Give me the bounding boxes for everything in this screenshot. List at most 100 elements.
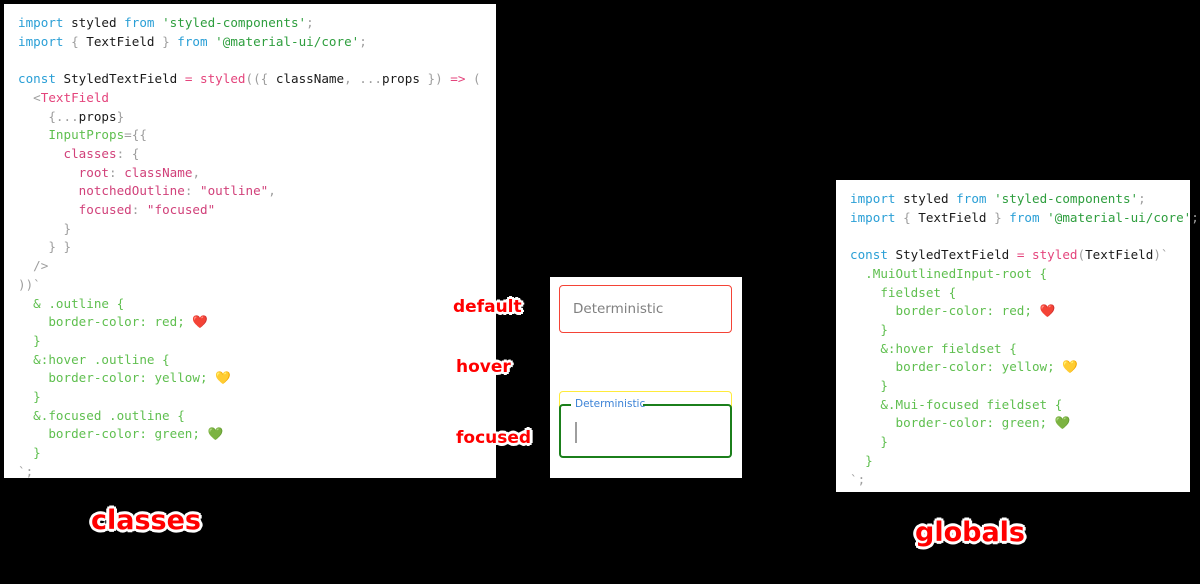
code-token: => [450, 71, 474, 87]
globals-code-line-14: } [850, 452, 1190, 471]
classes-code-line-0: import styled from 'styled-components'; [18, 14, 496, 33]
code-token: } [850, 378, 888, 394]
textfield-focused[interactable]: Deterministic [559, 398, 732, 458]
globals-code-line-5: fieldset { [850, 284, 1190, 303]
code-token: /> [18, 258, 49, 274]
code-token: , [192, 164, 201, 180]
code-token [18, 165, 79, 180]
code-token: styled [199, 71, 246, 87]
code-token: ; [359, 33, 367, 49]
code-token: } [850, 434, 888, 450]
code-token: } [18, 445, 41, 461]
code-token: = [177, 71, 200, 87]
textfield-focused-label: Deterministic [575, 398, 646, 410]
code-token: : [109, 164, 125, 180]
code-token: } [162, 33, 170, 49]
globals-code-line-10: } [850, 377, 1190, 396]
code-token: 💚 [207, 426, 224, 442]
globals-code-line-3: const StyledTextField = styled(TextField… [850, 246, 1190, 265]
code-token: border-color: yellow; [18, 370, 216, 386]
code-token: } [18, 332, 41, 348]
code-token: < [18, 89, 41, 105]
code-token: className [124, 164, 193, 180]
code-token: } [18, 220, 72, 236]
classes-code-line-15: & .outline { [18, 295, 496, 314]
code-token: )` [1153, 247, 1169, 263]
code-token: '@material-ui/core' [215, 33, 360, 49]
classes-code-line-14: ))` [18, 276, 496, 295]
classes-code-line-13: /> [18, 257, 496, 276]
code-token: InputProps [48, 127, 125, 143]
caption-globals: globals [915, 517, 1026, 548]
code-block-classes: import styled from 'styled-components';i… [18, 14, 496, 482]
code-token: `; [18, 463, 34, 479]
code-token: }) [419, 71, 451, 87]
classes-code-line-20: } [18, 388, 496, 407]
code-token: { [903, 209, 911, 225]
classes-code-line-21: &.focused .outline { [18, 407, 496, 426]
code-token: ))` [18, 276, 41, 292]
classes-code-line-1: import { TextField } from '@material-ui/… [18, 33, 496, 52]
code-token [18, 127, 48, 142]
code-token: ={{ [124, 127, 147, 143]
code-token: 💛 [215, 370, 231, 386]
code-token: border-color: red; [850, 303, 1040, 319]
code-token: { [18, 108, 56, 124]
classes-code-line-6: InputProps={{ [18, 126, 496, 145]
code-token: styled [71, 15, 117, 30]
code-token: "focused" [146, 202, 216, 218]
code-token: border-color: green; [18, 426, 208, 442]
code-block-globals: import styled from 'styled-components';i… [850, 190, 1199, 489]
classes-code-line-7: classes: { [18, 145, 496, 164]
globals-code-line-9: border-color: yellow; 💛 [850, 358, 1190, 377]
code-token: from [948, 191, 995, 206]
code-token: props [78, 108, 117, 124]
code-token [18, 202, 79, 217]
code-token: `; [850, 471, 866, 487]
code-token: } [850, 321, 888, 337]
caption-classes: classes [91, 505, 202, 536]
classes-code-line-22: border-color: green; 💚 [18, 425, 496, 444]
code-token: border-color: red; [18, 314, 193, 330]
classes-code-line-4: <TextField [18, 89, 496, 108]
classes-code-line-18: &:hover .outline { [18, 351, 496, 370]
code-token: &:hover fieldset { [850, 340, 1017, 356]
globals-code-line-8: &:hover fieldset { [850, 340, 1190, 359]
classes-code-line-9: notchedOutline: "outline", [18, 182, 496, 201]
textfield-demo-panel: Deterministic Deterministic Deterministi… [550, 277, 742, 478]
code-token: import [850, 209, 904, 225]
code-token: , [344, 71, 360, 87]
text-caret [575, 422, 577, 443]
globals-code-line-2 [850, 227, 1190, 246]
code-token: &.Mui-focused fieldset { [850, 396, 1063, 412]
code-token: border-color: green; [850, 415, 1055, 431]
code-token: { [131, 145, 140, 161]
code-token: import [18, 33, 72, 49]
code-token: ... [359, 71, 382, 87]
classes-code-line-19: border-color: yellow; 💛 [18, 369, 496, 388]
textfield-default-value: Deterministic [573, 301, 664, 317]
code-token: styled [1031, 247, 1078, 263]
code-token: notchedOutline [78, 183, 185, 199]
code-token: ; [1191, 209, 1199, 225]
code-token: from [169, 33, 216, 49]
classes-code-line-8: root: className, [18, 164, 496, 183]
code-token: 'styled-components' [162, 15, 307, 30]
state-label-default: default [453, 297, 522, 317]
outline-notch [571, 403, 643, 408]
classes-code-line-16: border-color: red; ❤️ [18, 313, 496, 332]
code-token: ( [1077, 247, 1086, 263]
code-token: } } [18, 239, 72, 255]
classes-code-line-5: {...props} [18, 108, 496, 127]
code-token: : [116, 145, 132, 161]
code-token: 💚 [1054, 415, 1071, 431]
code-token: , [268, 183, 276, 199]
globals-code-line-6: border-color: red; ❤️ [850, 302, 1190, 321]
classes-code-line-24: `; [18, 463, 496, 482]
code-token: } [850, 452, 873, 468]
code-token: ❤️ [1039, 303, 1056, 319]
globals-code-line-0: import styled from 'styled-components'; [850, 190, 1190, 209]
textfield-default[interactable]: Deterministic [559, 285, 732, 333]
code-token: StyledTextField [63, 71, 178, 87]
code-token: TextField [40, 89, 109, 105]
